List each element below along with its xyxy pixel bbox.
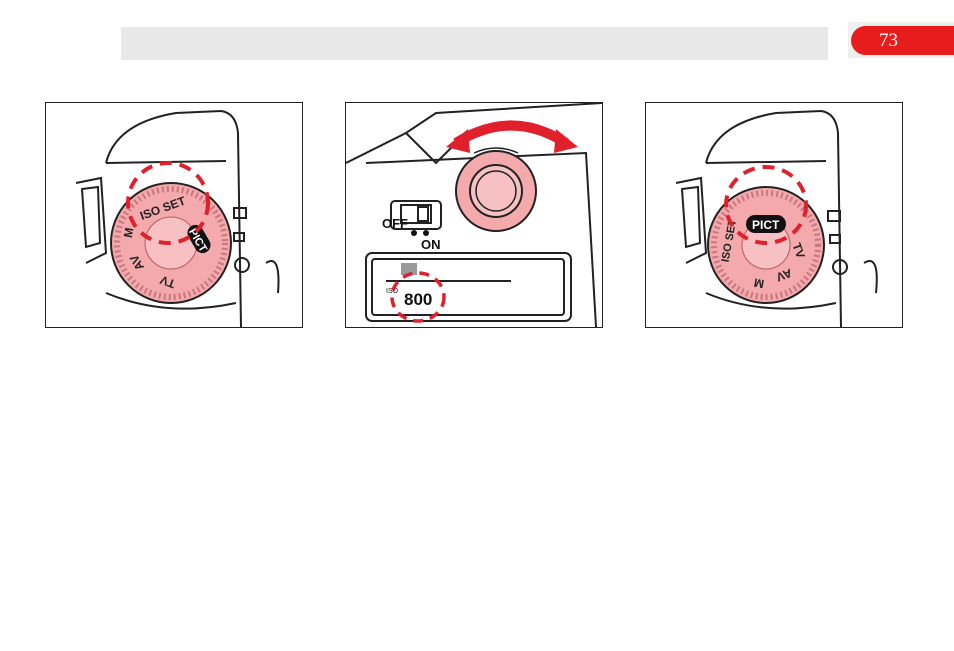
camera-top-left-drawing: PICT ISO SET TV AV M [646, 103, 902, 327]
illustration-dial-iso-set: ISO SET PICT TV AV M [45, 102, 303, 328]
illustration-dial-pict: PICT ISO SET TV AV M [645, 102, 903, 328]
switch-off-dot [411, 230, 417, 236]
switch-off-label: OFF [382, 216, 408, 231]
camera-top-left-drawing: ISO SET PICT TV AV M [46, 103, 302, 327]
lcd-iso-value: 800 [404, 290, 432, 309]
illustration-lcd-iso-value: OFF ON ISO 800 [345, 102, 603, 328]
switch-on-label: ON [421, 237, 441, 252]
dial-label-pict: PICT [752, 218, 780, 232]
page-number: 73 [851, 26, 954, 55]
rotate-arrow-icon [446, 126, 578, 154]
switch-on-dot [423, 230, 429, 236]
header-title-bar [121, 27, 828, 60]
camera-top-right-drawing: OFF ON ISO 800 [346, 103, 602, 327]
command-dial [456, 148, 536, 231]
